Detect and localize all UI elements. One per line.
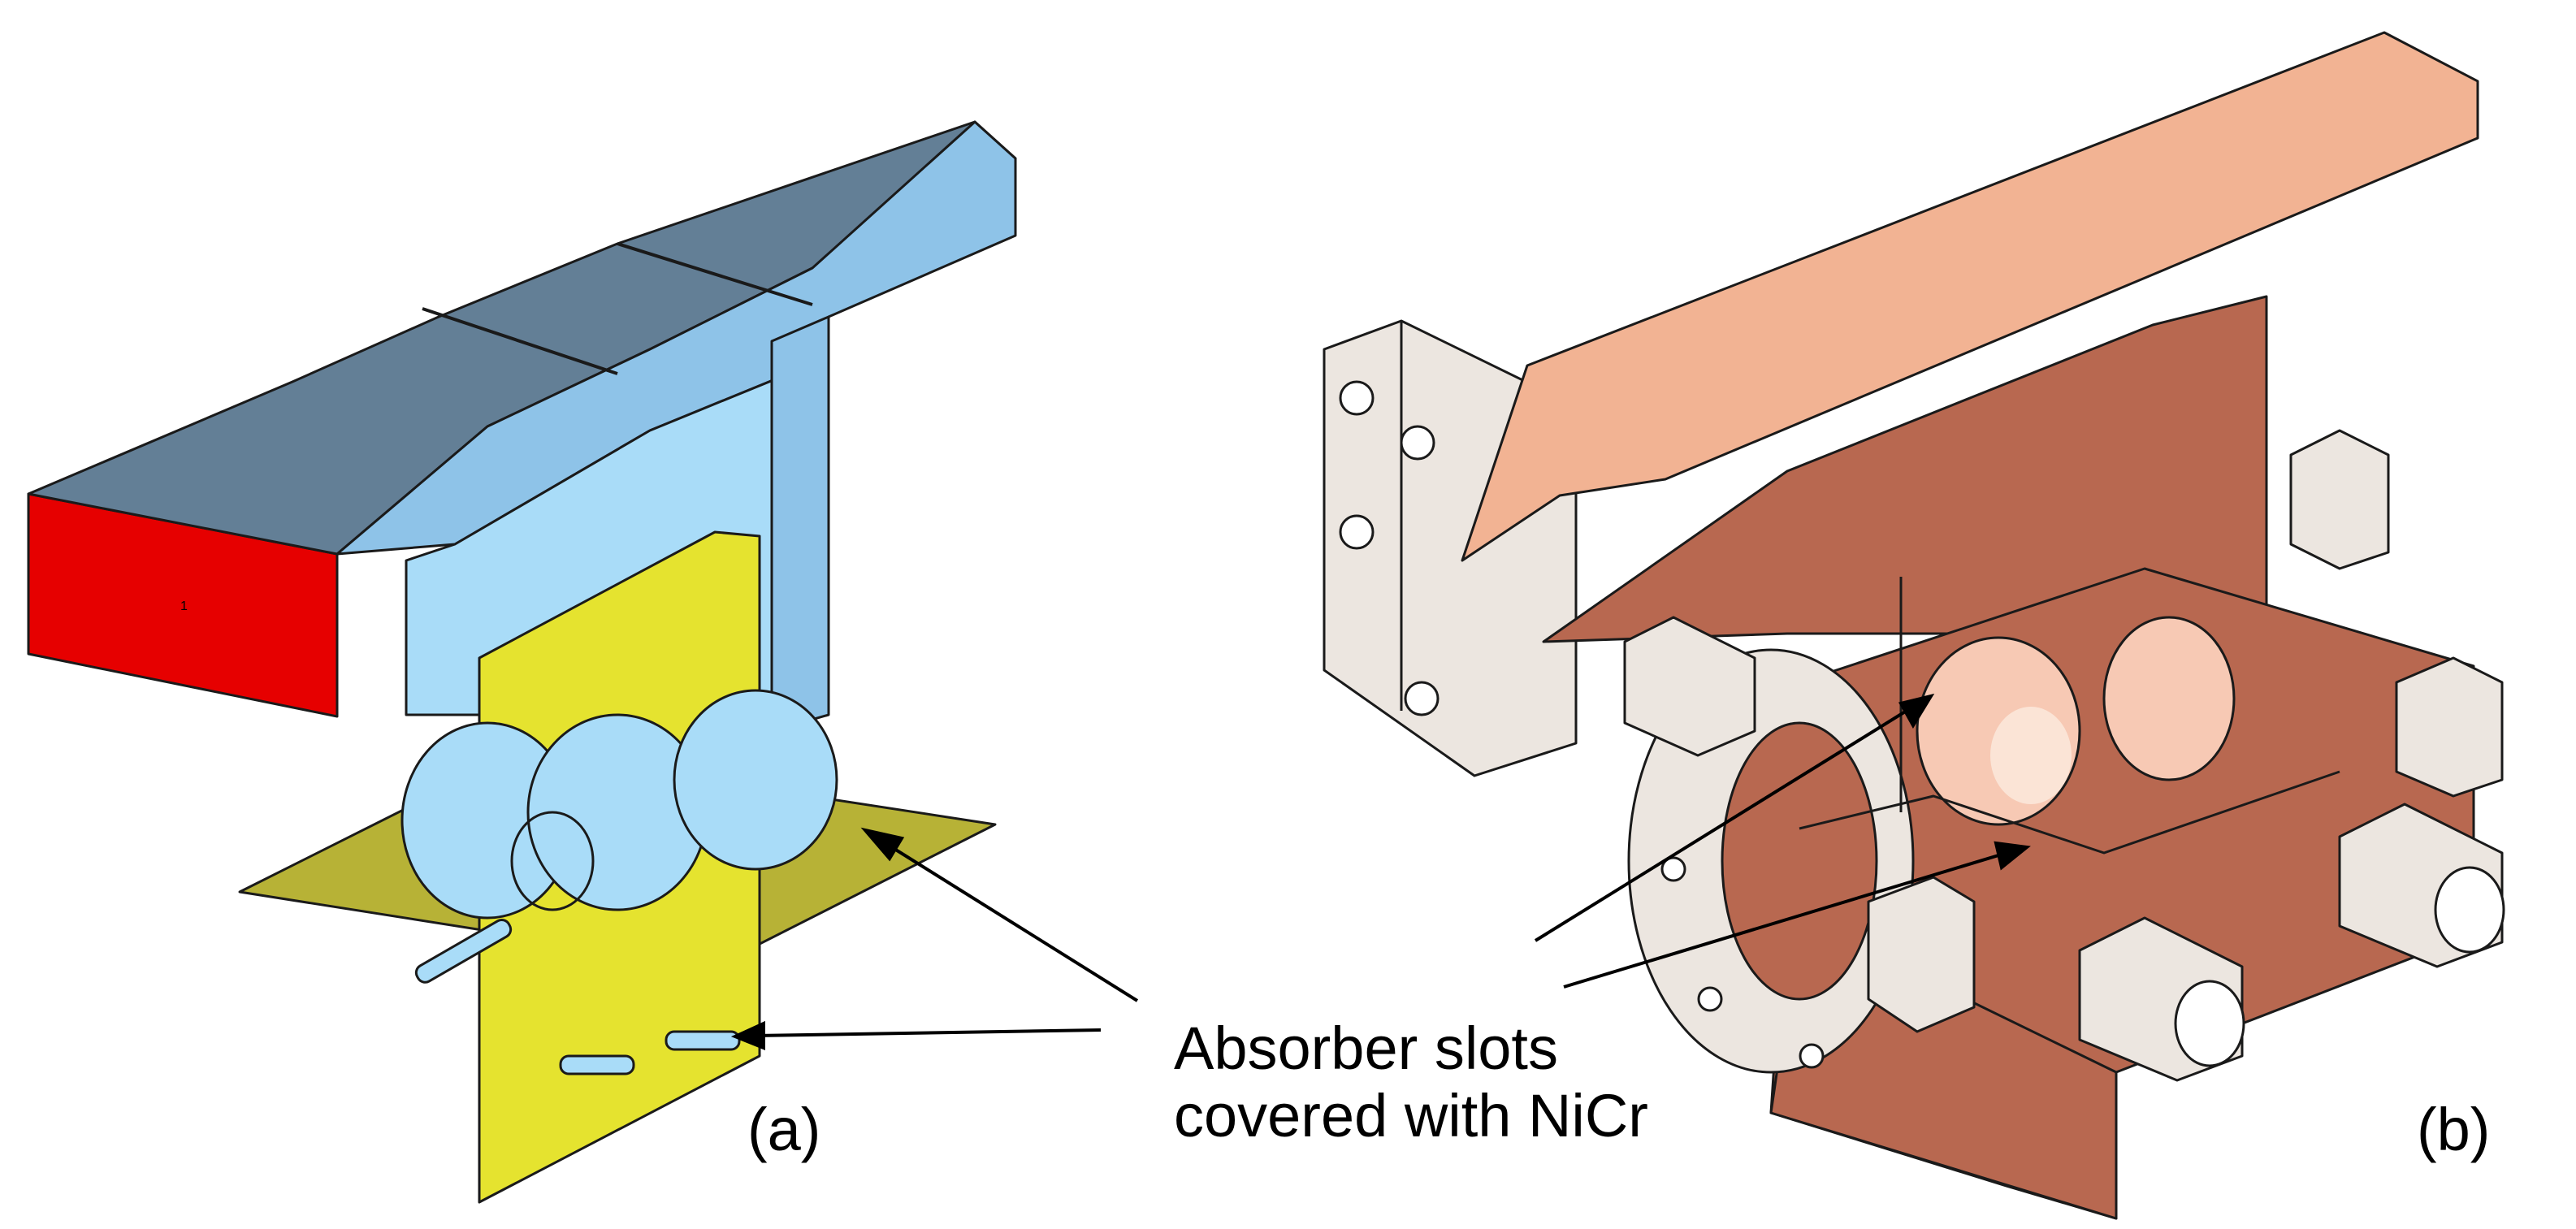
arrowhead <box>1994 841 2031 871</box>
callout-arrow <box>880 839 1139 1002</box>
waveguide-groove <box>422 307 618 375</box>
callout-arrow <box>755 1028 1102 1037</box>
copper-waveguide-top <box>1461 31 2479 562</box>
cavity-cell <box>673 689 838 871</box>
arrowhead <box>1898 693 1935 729</box>
flange-bolt-hole <box>1799 1043 1825 1069</box>
flange-bolt-hole <box>1404 681 1440 716</box>
coupler-rod <box>665 1030 741 1051</box>
absorber-slot <box>1799 770 2340 855</box>
coupler-stem-right-leg <box>770 315 830 733</box>
arrowhead <box>860 827 905 862</box>
panel-b-copper-model <box>1323 31 2505 1220</box>
flange-bolt-hole <box>1400 425 1435 461</box>
flange-bolt-hole <box>1697 986 1723 1012</box>
callout-arrow <box>1563 851 2007 989</box>
cooling-fitting <box>1623 616 1756 757</box>
absorber-callout-text: Absorber slots covered with NiCr <box>1174 1015 1648 1150</box>
flange-bolt-hole <box>1660 856 1686 882</box>
cooling-fitting <box>2395 656 2504 798</box>
flange-bolt-hole <box>1339 514 1375 550</box>
callout-line-2: covered with NiCr <box>1174 1081 1648 1149</box>
cavity-iris <box>510 811 595 911</box>
copper-coupler-stem <box>1542 295 2268 643</box>
callout-line-1: Absorber slots <box>1174 1015 1558 1082</box>
copper-cavity-glow <box>1990 707 2072 804</box>
arrowhead <box>730 1020 765 1050</box>
panel-label-a: (a) <box>747 1096 821 1163</box>
callout-arrow <box>1534 705 1915 942</box>
coupler-rod <box>414 919 513 984</box>
waveguide-groove <box>617 242 813 306</box>
cooling-fitting <box>2338 803 2505 968</box>
copper-cavity-cell <box>2102 616 2236 781</box>
cooling-fitting <box>1867 876 1976 1033</box>
cooling-fitting <box>2289 429 2390 570</box>
callout-arrows <box>730 693 2031 1050</box>
panel-label-b: (b) <box>2417 1096 2491 1163</box>
flange-bolt-hole <box>1339 380 1375 416</box>
port-number-marker: 1 <box>180 599 188 613</box>
panel-a-waveguide-model <box>27 120 1017 1204</box>
vacuum-flange-bore <box>1721 721 1878 1001</box>
coupler-rod <box>559 1054 635 1075</box>
cooling-fitting <box>2078 916 2245 1082</box>
